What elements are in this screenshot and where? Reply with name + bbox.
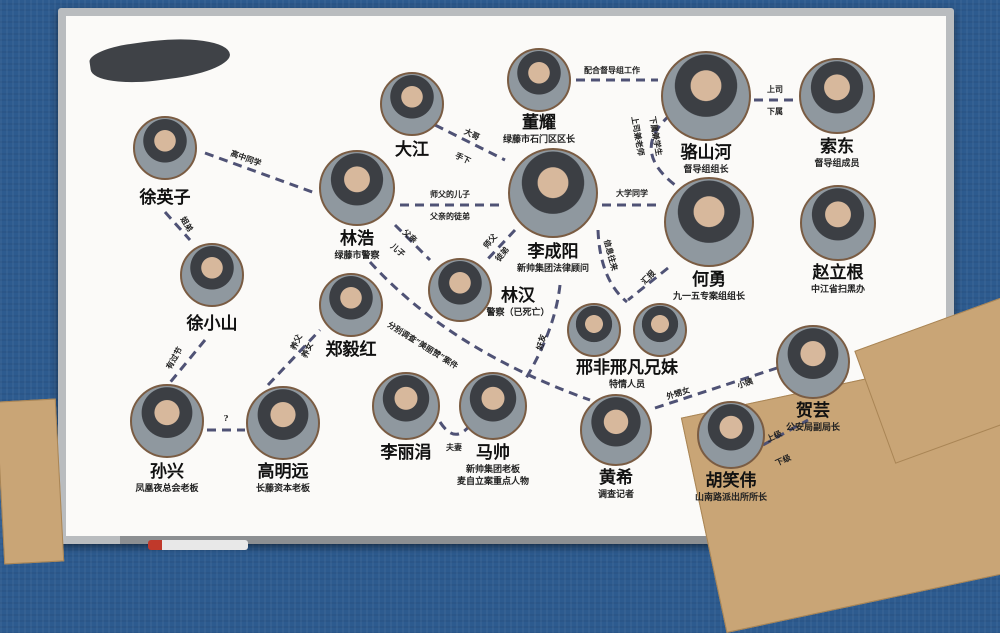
character-title: 督导组组长	[683, 165, 729, 175]
character-title: 新帅集团老板 麦自立案重点人物	[456, 465, 530, 487]
character-photo	[507, 48, 571, 112]
character-name: 郑毅红	[325, 340, 377, 360]
character-photo	[799, 58, 875, 134]
character-photo	[661, 51, 751, 141]
relationship-line	[166, 339, 207, 386]
character-name: 马帅	[476, 443, 510, 463]
character-name: 徐小山	[186, 314, 238, 334]
relationship-line	[393, 223, 432, 262]
character-name: 邢非邢凡兄妹	[576, 358, 678, 378]
relationship-label: 下属	[767, 106, 783, 116]
character-name: 赵立根	[812, 263, 864, 283]
character-photo	[633, 303, 687, 357]
relationship-line	[368, 260, 591, 402]
character-title: 新帅集团法律顾问	[516, 264, 590, 274]
relationship-label: ?	[223, 413, 229, 423]
character-title: 长藤资本老板	[255, 484, 311, 494]
character-photo	[800, 185, 876, 261]
character-name: 徐英子	[139, 188, 191, 208]
character-title: 中江省扫黑办	[810, 285, 866, 295]
relationship-line	[762, 418, 809, 447]
relationship-line	[654, 366, 778, 410]
character-photo	[459, 372, 527, 440]
relationship-label: 上司	[767, 84, 783, 94]
character-name: 黄希	[599, 468, 633, 488]
relationship-line	[523, 284, 562, 381]
character-photo	[508, 148, 598, 238]
character-title: 绿藤市警察	[334, 251, 380, 261]
character-photo	[130, 384, 204, 458]
character-name: 高明远	[257, 462, 309, 482]
character-name: 大江	[395, 140, 429, 160]
relationship-lines	[163, 78, 809, 447]
relationship-line	[434, 123, 506, 162]
character-title: 调查记者	[597, 490, 635, 500]
character-name: 何勇	[692, 270, 726, 290]
relationship-line	[204, 151, 316, 195]
character-photo	[428, 258, 492, 322]
character-title: 凤凰夜总会老板	[135, 484, 199, 494]
character-name: 孙兴	[150, 462, 184, 482]
character-title: 特情人员	[608, 380, 646, 390]
character-name: 索东	[820, 137, 854, 157]
character-photo	[180, 243, 244, 307]
relationship-line	[483, 228, 517, 264]
relationship-label: 夫妻	[446, 442, 462, 452]
marker	[148, 540, 248, 550]
character-photo	[372, 372, 440, 440]
character-title: 九一五专案组组长	[672, 292, 746, 302]
character-name: 胡笑伟	[705, 471, 757, 491]
character-name: 林汉	[501, 286, 535, 306]
character-photo	[567, 303, 621, 357]
character-name: 贺芸	[796, 401, 830, 421]
character-photo	[380, 72, 444, 136]
character-name: 李丽涓	[380, 443, 432, 463]
character-photo	[133, 116, 197, 180]
character-name: 董耀	[522, 113, 556, 133]
relationship-label: 师父的儿子	[430, 189, 470, 199]
character-title: 山南路派出所所长	[694, 493, 768, 503]
character-photo	[319, 150, 395, 226]
marker-tray	[120, 536, 920, 544]
character-photo	[776, 325, 850, 399]
character-title: 绿藤市石门区区长	[502, 135, 576, 145]
relationship-line	[163, 211, 192, 241]
relationship-label: 大学同学	[616, 188, 648, 198]
character-photo	[664, 177, 754, 267]
character-photo	[697, 401, 765, 469]
character-title: 警察（已死亡）	[486, 308, 550, 318]
character-title: 公安局副局长	[785, 423, 841, 433]
character-name: 李成阳	[527, 242, 579, 262]
relationship-label: 配合督导组工作	[584, 65, 640, 75]
character-photo	[246, 386, 320, 460]
relationship-line	[627, 266, 669, 302]
relationship-line	[266, 328, 322, 387]
relationship-label: 父亲的徒弟	[430, 211, 470, 221]
character-photo	[580, 394, 652, 466]
character-name: 骆山河	[680, 143, 732, 163]
character-photo	[319, 273, 383, 337]
character-title: 督导组成员	[814, 159, 860, 169]
character-name: 林浩	[340, 229, 374, 249]
